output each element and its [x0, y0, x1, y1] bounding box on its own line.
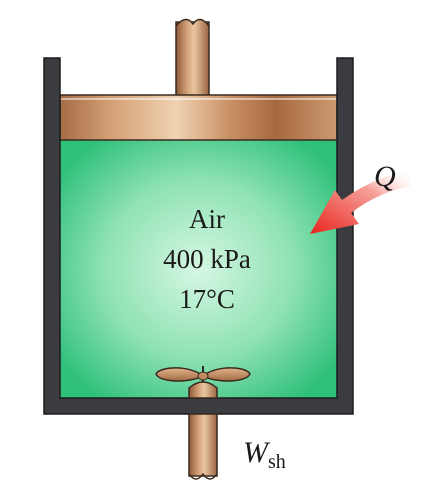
shaft-work-symbol: W [243, 436, 271, 469]
piston-rod [175, 18, 210, 97]
gas-substance-label: Air [189, 204, 225, 234]
gas-region [60, 140, 337, 398]
shaft-work-label: Wsh [243, 436, 286, 473]
cylinder-wall [43, 57, 354, 415]
piston [59, 94, 338, 141]
shaft [188, 381, 218, 480]
heat-arrow [310, 170, 410, 234]
gas-pressure-label: 400 kPa [163, 244, 251, 274]
shaft-work-subscript: sh [268, 451, 286, 473]
gas-temperature-label: 17°C [179, 284, 235, 314]
heat-symbol: Q [374, 160, 396, 193]
